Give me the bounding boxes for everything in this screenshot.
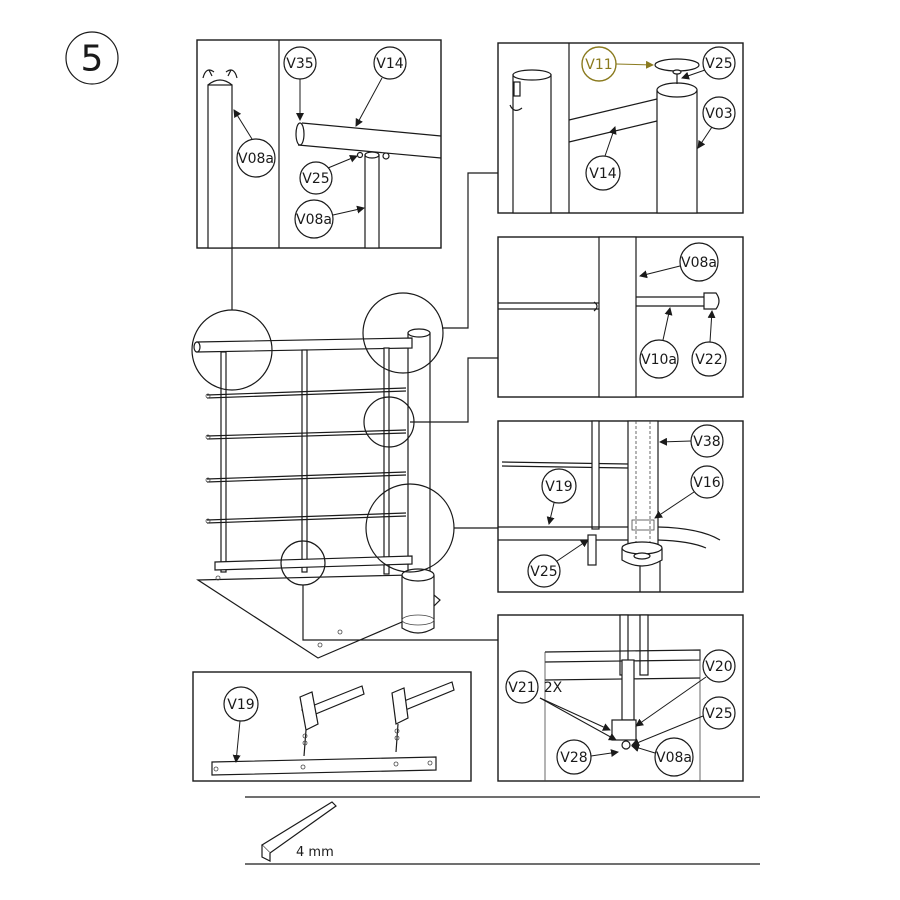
callout-v08a: V08a	[233, 109, 276, 178]
svg-text:V19: V19	[545, 479, 572, 495]
svg-text:V19: V19	[227, 697, 254, 713]
svg-text:V25: V25	[302, 171, 329, 187]
callout-v35: V35	[283, 46, 317, 121]
svg-text:V08a: V08a	[656, 750, 692, 766]
detail-bottom-rail: V19	[192, 671, 472, 782]
callout-v14: V14	[585, 126, 621, 191]
svg-text:V25: V25	[530, 564, 557, 580]
callout-v08a: V08a	[294, 199, 365, 239]
svg-text:V35: V35	[286, 56, 313, 72]
callout-v25: V25	[631, 696, 736, 747]
callout-v16: V16	[654, 465, 724, 519]
hex-key-icon	[261, 801, 337, 862]
callout-v10a: V10a	[639, 307, 679, 379]
callout-v03: V03	[697, 96, 736, 149]
svg-text:V14: V14	[589, 166, 616, 182]
svg-text:V22: V22	[695, 352, 722, 368]
detail-handrail-left: V35 V14 V08a V25 V08a	[196, 39, 442, 249]
svg-text:V08a: V08a	[238, 151, 274, 167]
callout-v08a: V08a	[639, 242, 719, 282]
svg-text:2X: 2X	[544, 680, 563, 696]
svg-text:V11: V11	[585, 57, 612, 73]
detail-bracket: V21 2X V20 V25 V28 V08a	[497, 614, 744, 782]
svg-text:V10a: V10a	[641, 352, 677, 368]
callout-v22: V22	[691, 310, 727, 377]
svg-text:5: 5	[81, 39, 104, 80]
callout-v25: V25	[527, 539, 589, 588]
screwdriver-icon	[391, 681, 455, 753]
svg-text:V20: V20	[705, 659, 732, 675]
svg-text:V25: V25	[705, 56, 732, 72]
callout-v28: V28	[556, 739, 619, 775]
tool-size-label: 4 mm	[296, 845, 334, 860]
callout-v08a: V08a	[631, 737, 694, 777]
detail-post-cap: V11 V25 V03 V14	[497, 42, 744, 214]
detail-rod-endcap: V08a V10a V22	[497, 236, 744, 398]
tool-row: 4 mm	[245, 796, 760, 865]
svg-text:V28: V28	[560, 750, 587, 766]
detail-rail-post-joint: V38 V19 V16 V25	[497, 420, 744, 593]
callout-v25: V25	[681, 46, 736, 80]
callout-v25: V25	[299, 154, 358, 195]
main-assembly-view	[191, 172, 500, 659]
svg-text:V03: V03	[705, 106, 732, 122]
svg-text:V08a: V08a	[296, 212, 332, 228]
step-number: 5	[65, 31, 119, 85]
callout-v20: V20	[635, 649, 736, 727]
svg-text:V08a: V08a	[681, 255, 717, 271]
svg-text:V25: V25	[705, 706, 732, 722]
callout-v21: V21 2X	[505, 670, 617, 741]
callout-v19: V19	[223, 686, 259, 763]
screwdriver-icon	[299, 685, 365, 757]
callout-v38: V38	[659, 424, 724, 458]
callout-v14: V14	[355, 46, 407, 127]
svg-text:V16: V16	[693, 475, 720, 491]
svg-text:V21: V21	[508, 680, 535, 696]
callout-v11: V11	[581, 46, 654, 82]
callout-v19: V19	[541, 468, 577, 525]
svg-text:V14: V14	[376, 56, 403, 72]
svg-text:V38: V38	[693, 434, 720, 450]
